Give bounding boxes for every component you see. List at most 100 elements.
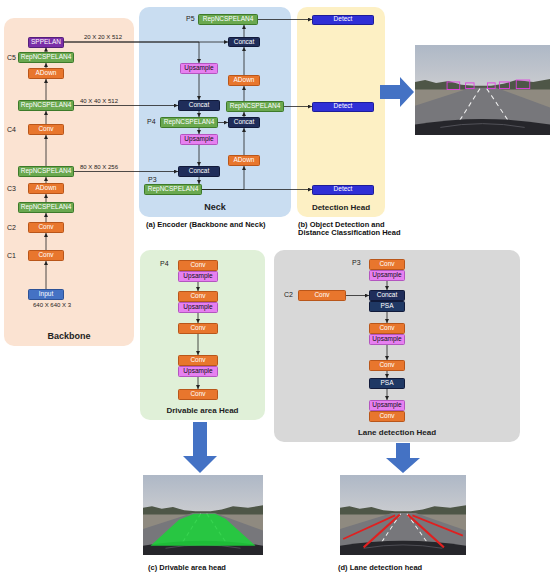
block-label: RepNCSPELAN4 <box>21 168 72 175</box>
block-label: Upsample <box>183 368 212 375</box>
psa-block: PSA <box>369 378 405 389</box>
panel-region: BackboneSPPELANRepNCSPELAN4ADownRepNCSPE… <box>4 18 134 346</box>
stage-label: C1 <box>7 252 16 260</box>
block-label: RepNCSPELAN4 <box>21 54 72 61</box>
detection-result-image <box>415 45 550 135</box>
panel-title: Neck <box>139 203 291 213</box>
upsample-block: Upsample <box>180 134 218 145</box>
block-label: Conv <box>379 362 394 369</box>
drivable-area-mask <box>151 514 256 546</box>
block-label: RepNCSPELAN4 <box>21 204 72 211</box>
detect-block: Detect <box>312 185 374 195</box>
adown-block: ADown <box>28 68 64 79</box>
block-label: Conv <box>379 261 394 268</box>
upsample-block: Upsample <box>369 400 405 411</box>
panel-title: Lane detection Head <box>274 429 520 438</box>
panel-region: Lane detection HeadConvUpsampleConvConca… <box>274 250 520 442</box>
stage-label: C2 <box>284 291 293 299</box>
block-label: Conv <box>190 262 205 269</box>
stage-label: C5 <box>7 54 16 62</box>
lane-mask <box>343 515 395 539</box>
concat-block: Concat <box>369 290 405 301</box>
rep-block: RepNCSPELAN4 <box>144 184 202 195</box>
subfigure-caption: (d) Lane detection head <box>338 564 488 572</box>
block-label: Upsample <box>184 65 213 72</box>
rep-block: RepNCSPELAN4 <box>18 100 74 111</box>
block-label: Conv <box>38 126 53 133</box>
block-label: Upsample <box>183 273 212 280</box>
conv-block: Conv <box>178 291 218 302</box>
tensor-size: 40 X 40 X 512 <box>80 98 118 104</box>
conv-block: Conv <box>178 355 218 366</box>
stage-label: P4 <box>160 260 169 268</box>
stage-label: P5 <box>186 15 195 23</box>
panel-title: Backbone <box>4 332 134 342</box>
block-label: Detect <box>334 186 353 193</box>
sppelan-block: SPPELAN <box>28 37 64 48</box>
block-label: PSA <box>380 303 393 310</box>
block-label: RepNCSPELAN4 <box>21 102 72 109</box>
stage-label: C3 <box>7 185 16 193</box>
block-label: Conv <box>190 293 205 300</box>
rep-block: RepNCSPELAN4 <box>198 14 258 25</box>
concat-block: Concat <box>178 100 220 111</box>
road-scene <box>340 475 466 555</box>
stage-label: C4 <box>7 126 16 134</box>
block-label: Conv <box>190 391 205 398</box>
block-label: Concat <box>189 168 210 175</box>
bounding-box <box>516 80 530 89</box>
block-label: Concat <box>234 39 255 46</box>
rep-block: RepNCSPELAN4 <box>18 166 74 177</box>
panel-title: Detection Head <box>297 204 385 213</box>
flow-arrow <box>386 443 420 473</box>
upsample-block: Upsample <box>180 63 218 74</box>
concat-block: Concat <box>178 166 220 177</box>
road-scene <box>415 45 550 135</box>
detect-block: Detect <box>312 15 374 25</box>
conv-block: Conv <box>28 250 64 261</box>
block-label: ADown <box>234 157 255 164</box>
block-label: Conv <box>190 325 205 332</box>
bounding-box <box>499 82 509 89</box>
conv-block: Conv <box>178 323 218 334</box>
conv-block: Conv <box>369 411 405 422</box>
lane-mask <box>412 515 462 535</box>
stage-label: P4 <box>147 118 156 126</box>
conv-block: Conv <box>28 124 64 135</box>
rep-block: RepNCSPELAN4 <box>18 202 74 213</box>
panel-region: Drivable area HeadConvUpsampleConvUpsamp… <box>140 250 265 420</box>
concat-block: Concat <box>228 37 260 47</box>
subfigure-caption: (c) Drivable area head <box>148 564 288 572</box>
subfigure-caption: (b) Object Detection and Distance Classi… <box>298 221 410 238</box>
adown-block: ADown <box>28 183 64 194</box>
block-label: RepNCSPELAN4 <box>164 119 215 126</box>
flow-arrow <box>183 422 217 473</box>
block-label: ADown <box>36 70 57 77</box>
bounding-box <box>488 83 496 89</box>
rep-block: RepNCSPELAN4 <box>226 101 284 112</box>
tensor-size: 20 X 20 X 512 <box>84 34 122 40</box>
stage-label: P3 <box>352 259 361 267</box>
block-label: Detect <box>334 16 353 23</box>
concat-block: Concat <box>228 117 260 128</box>
block-label: Conv <box>38 252 53 259</box>
upsample-block: Upsample <box>369 334 405 345</box>
block-label: SPPELAN <box>31 39 61 46</box>
lane-mask <box>364 515 400 548</box>
road-scene <box>143 475 263 555</box>
block-label: Input <box>39 291 53 298</box>
block-label: Upsample <box>372 336 401 343</box>
conv-block: Conv <box>178 389 218 400</box>
conv-block: Conv <box>369 259 405 270</box>
adown-block: ADown <box>228 75 260 86</box>
tensor-size: 80 X 80 X 256 <box>80 164 118 170</box>
block-label: RepNCSPELAN4 <box>148 186 199 193</box>
stage-label: C2 <box>7 224 16 232</box>
block-label: Conv <box>314 292 329 299</box>
block-label: RepNCSPELAN4 <box>203 16 254 23</box>
detect-block: Detect <box>312 102 374 112</box>
stage-label: P3 <box>148 176 157 184</box>
upsample-block: Upsample <box>178 302 218 313</box>
flow-arrow <box>380 77 414 107</box>
block-label: Upsample <box>183 304 212 311</box>
